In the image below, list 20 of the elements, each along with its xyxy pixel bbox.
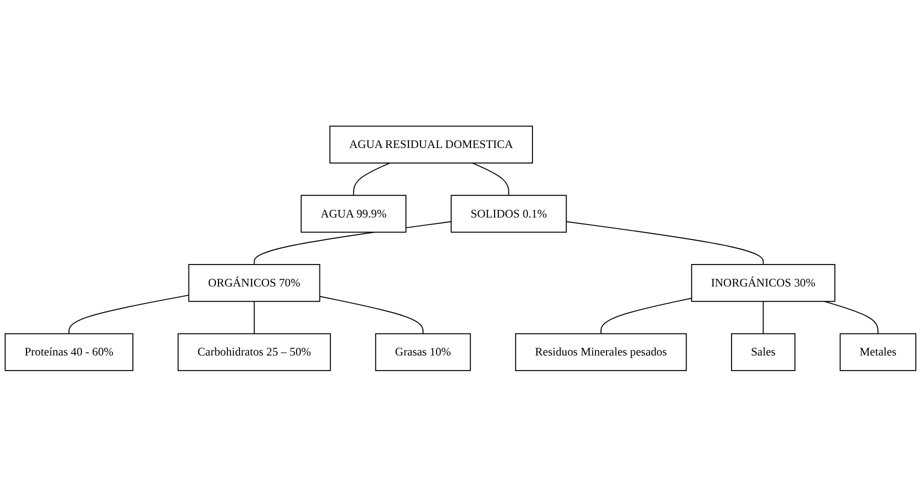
node-box: Metales (840, 333, 916, 372)
connector (472, 162, 510, 196)
connector (600, 298, 692, 334)
node-box: Carbohidratos 25 – 50% (178, 333, 331, 372)
node-box: INORGÁNICOS 30% (691, 264, 836, 302)
node-box: Sales (731, 333, 796, 372)
connector (762, 301, 764, 334)
node-box: ORGÁNICOS 70% (188, 264, 320, 302)
connector (353, 162, 390, 196)
node-box: AGUA 99.9% (300, 195, 406, 233)
node-box: Grasas 10% (375, 333, 471, 372)
node-box: Proteínas 40 - 60% (4, 333, 134, 372)
node-box: SOLIDOS 0.1% (450, 195, 567, 233)
node-box: AGUA RESIDUAL DOMESTICA (329, 126, 533, 164)
connector (566, 221, 764, 266)
connector (254, 301, 255, 334)
connector (319, 296, 424, 334)
connector (68, 294, 190, 334)
connector (824, 301, 878, 334)
node-box: Residuos Minerales pesados (515, 333, 687, 372)
